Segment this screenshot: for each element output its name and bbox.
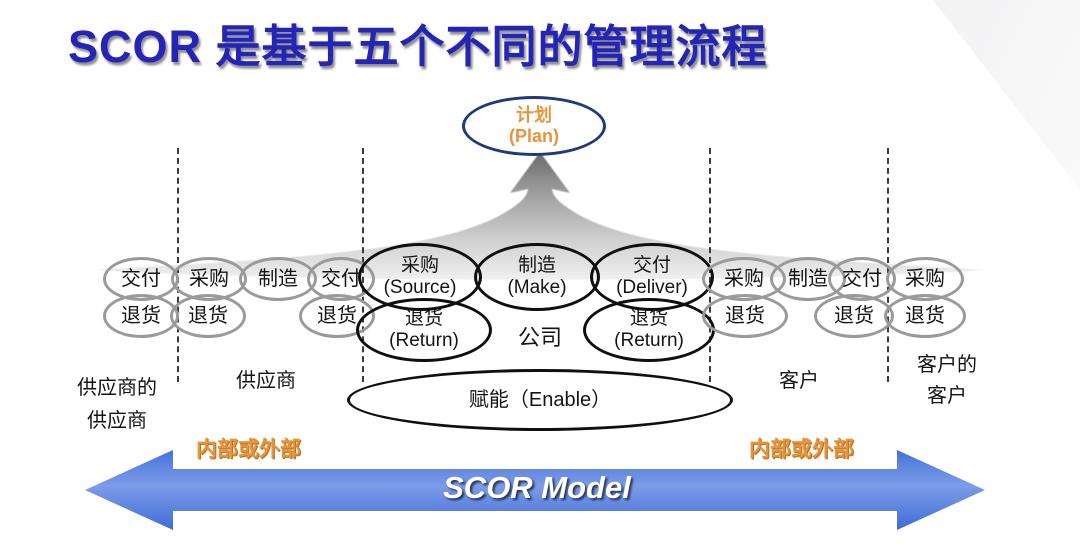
return-right-ellipse: 退货 (Return) xyxy=(583,298,715,362)
up-arrow-icon xyxy=(95,152,985,280)
suppliers-supplier-line2: 供应商 xyxy=(87,410,147,432)
company-label: 公司 xyxy=(517,325,562,350)
suppliers-supplier-line1: 供应商的 xyxy=(77,377,157,399)
supplier-label: 供应商 xyxy=(236,370,296,392)
left-return1-label: 退货 xyxy=(121,304,161,327)
suppliers-supplier-label: 供应商的 供应商 xyxy=(67,372,167,438)
left-return3-label: 退货 xyxy=(317,304,357,327)
source-label-en: (Source) xyxy=(383,277,457,298)
source-label-cn: 采购 xyxy=(400,255,439,277)
plan-arrow-mound xyxy=(95,152,985,280)
return-left-ellipse: 退货 (Return) xyxy=(356,298,492,362)
right-return1-label: 退货 xyxy=(725,304,765,327)
right-make-label: 制造 xyxy=(788,267,828,290)
enable-ellipse: 赋能（Enable） xyxy=(347,369,733,431)
internal-external-left-label: 内部或外部 xyxy=(196,438,301,461)
left-return2-ellipse: 退货 xyxy=(170,294,246,338)
left-source-label: 采购 xyxy=(189,267,229,290)
right-return2-label: 退货 xyxy=(834,304,874,327)
right-return1-ellipse: 退货 xyxy=(702,294,788,338)
right-deliver-label: 交付 xyxy=(842,267,882,290)
right-source-label: 采购 xyxy=(724,267,764,290)
left-deliver2-label: 交付 xyxy=(321,267,361,290)
left-deliver-label: 交付 xyxy=(121,267,161,290)
left-return2-label: 退货 xyxy=(188,304,228,327)
left-make-label: 制造 xyxy=(258,267,298,290)
right-source2-label: 采购 xyxy=(905,267,945,290)
return-right-label-en: (Return) xyxy=(614,330,684,351)
plan-label-cn: 计划 xyxy=(515,105,552,126)
right-return3-ellipse: 退货 xyxy=(884,294,966,338)
make-label-cn: 制造 xyxy=(517,255,556,277)
customer-label: 客户 xyxy=(779,370,819,392)
internal-external-right-label: 内部或外部 xyxy=(749,438,854,461)
deliver-label-cn: 交付 xyxy=(632,255,671,277)
customers-customer-line1: 客户的 xyxy=(917,354,977,376)
return-left-label-cn: 退货 xyxy=(404,308,443,330)
deliver-label-en: (Deliver) xyxy=(616,277,688,298)
make-label-en: (Make) xyxy=(507,277,567,298)
make-ellipse: 制造 (Make) xyxy=(474,243,600,311)
return-left-label-en: (Return) xyxy=(389,330,459,351)
return-right-label-cn: 退货 xyxy=(629,308,668,330)
right-return3-label: 退货 xyxy=(905,304,945,327)
slide-title: SCOR 是基于五个不同的管理流程 xyxy=(68,21,768,72)
plan-label-en: (Plan) xyxy=(508,126,559,146)
plan-ellipse: 计划 (Plan) xyxy=(462,96,606,156)
customers-customer-label: 客户的 客户 xyxy=(897,350,997,412)
customers-customer-line2: 客户 xyxy=(927,385,967,407)
double-arrow-icon xyxy=(85,450,985,530)
scor-model-label: SCOR Model xyxy=(443,470,631,505)
enable-label: 赋能（Enable） xyxy=(468,388,612,411)
